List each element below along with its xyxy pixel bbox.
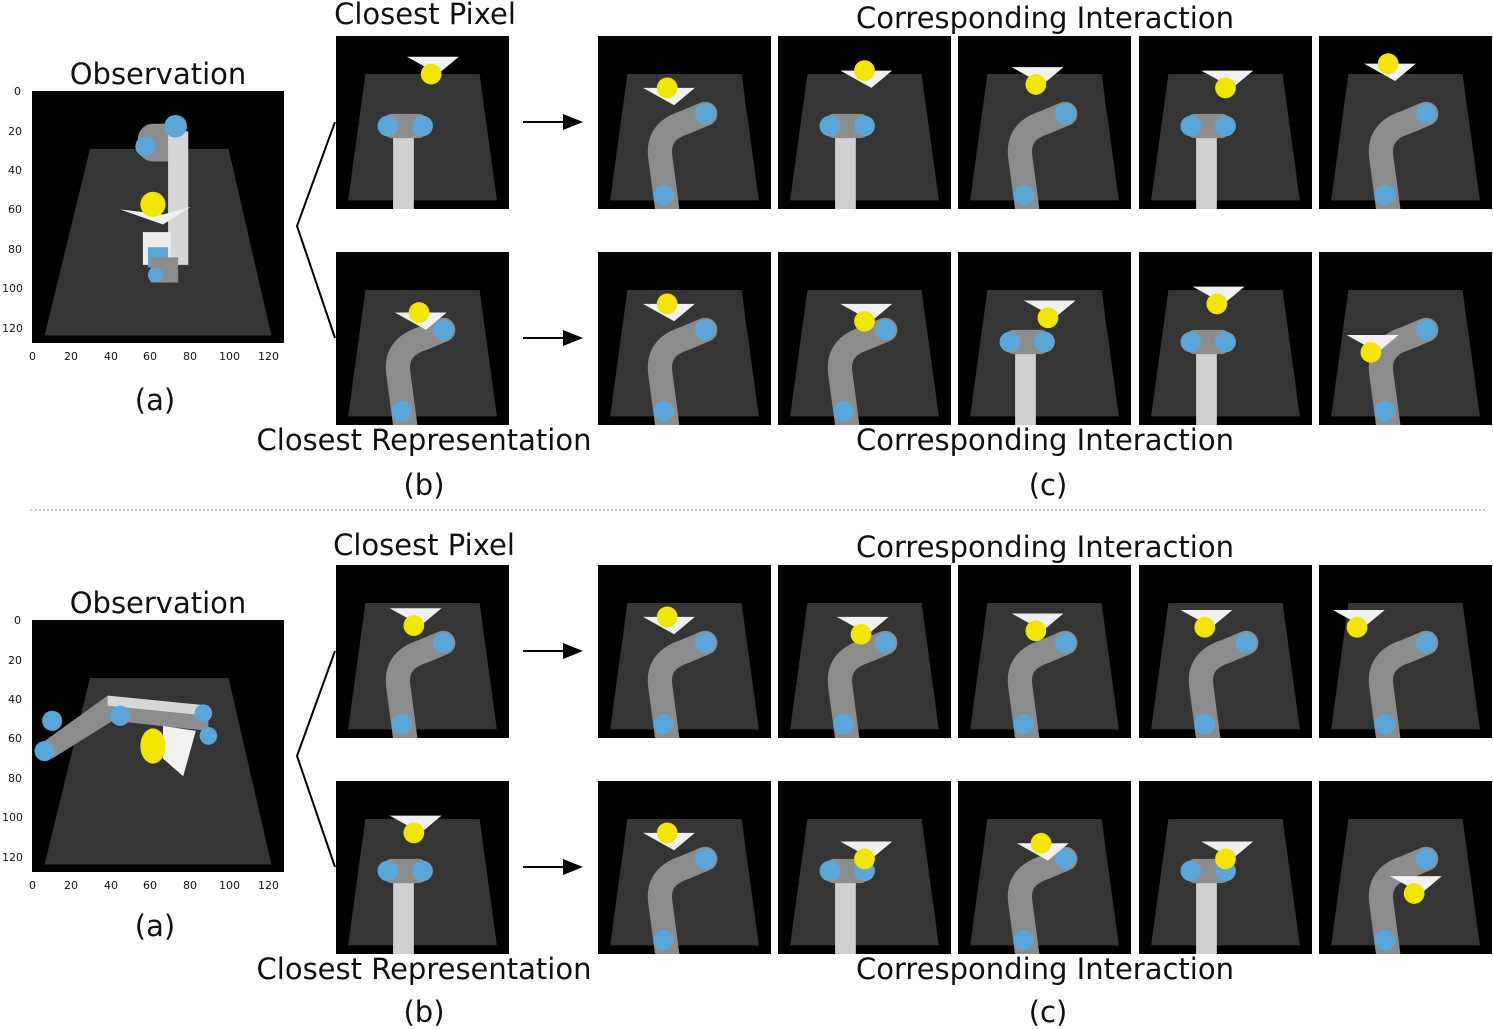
y-tick: 20 bbox=[8, 654, 22, 667]
branch-lines bbox=[295, 121, 336, 868]
section-divider bbox=[30, 509, 1485, 511]
label-a: (a) bbox=[134, 383, 176, 417]
interaction-frame bbox=[958, 781, 1131, 954]
y-tick: 60 bbox=[8, 203, 22, 216]
y-tick: 80 bbox=[8, 772, 22, 785]
interaction-frame bbox=[778, 252, 951, 425]
label-b: (b) bbox=[403, 468, 445, 502]
x-tick: 80 bbox=[183, 879, 197, 892]
y-tick: 120 bbox=[2, 851, 23, 864]
observation-plot: 0 20 40 60 80 100 120 0 20 40 60 80 100 … bbox=[0, 614, 290, 904]
y-tick: 20 bbox=[8, 125, 22, 138]
interaction-frame bbox=[1319, 36, 1492, 209]
y-tick: 120 bbox=[2, 322, 23, 335]
observation-image bbox=[32, 620, 284, 872]
interaction-frame bbox=[598, 565, 771, 738]
label-b: (b) bbox=[403, 995, 445, 1029]
interaction-frame bbox=[1319, 565, 1492, 738]
y-tick: 80 bbox=[8, 243, 22, 256]
y-tick: 60 bbox=[8, 732, 22, 745]
x-tick: 20 bbox=[64, 350, 78, 363]
label-c: (c) bbox=[1028, 468, 1068, 502]
interaction-frame bbox=[1139, 36, 1312, 209]
x-tick: 0 bbox=[29, 350, 36, 363]
corresponding-interaction-title: Corresponding Interaction bbox=[856, 530, 1234, 564]
x-tick: 80 bbox=[183, 350, 197, 363]
closest-representation-title: Closest Representation bbox=[256, 952, 592, 986]
interaction-frame bbox=[1319, 781, 1492, 954]
observation-title: Observation bbox=[69, 586, 247, 620]
x-tick: 40 bbox=[104, 350, 118, 363]
closest-representation-title: Closest Representation bbox=[256, 423, 592, 457]
closest-pixel-title: Closest Pixel bbox=[334, 0, 516, 31]
interaction-frame bbox=[778, 565, 951, 738]
x-tick: 60 bbox=[143, 350, 157, 363]
closest-frame bbox=[336, 252, 509, 425]
y-tick: 0 bbox=[14, 614, 21, 627]
observation-image bbox=[32, 91, 284, 343]
interaction-frame bbox=[1139, 781, 1312, 954]
interaction-frame bbox=[778, 781, 951, 954]
corresponding-interaction-title: Corresponding Interaction bbox=[856, 1, 1234, 35]
interaction-frame bbox=[958, 565, 1131, 738]
observation-title: Observation bbox=[69, 57, 247, 91]
x-tick: 100 bbox=[219, 879, 240, 892]
interaction-frame bbox=[1139, 252, 1312, 425]
y-tick: 40 bbox=[8, 693, 22, 706]
x-tick: 60 bbox=[143, 879, 157, 892]
interaction-frame bbox=[1139, 565, 1312, 738]
x-tick: 0 bbox=[29, 879, 36, 892]
x-tick: 120 bbox=[258, 350, 279, 363]
x-tick: 40 bbox=[104, 879, 118, 892]
y-tick: 100 bbox=[2, 811, 23, 824]
label-c: (c) bbox=[1028, 995, 1068, 1029]
x-tick: 20 bbox=[64, 879, 78, 892]
y-tick: 40 bbox=[8, 164, 22, 177]
interaction-frame bbox=[598, 36, 771, 209]
closest-frame bbox=[336, 36, 509, 209]
x-tick: 120 bbox=[258, 879, 279, 892]
y-tick: 0 bbox=[14, 85, 21, 98]
interaction-frame bbox=[1319, 252, 1492, 425]
arrows bbox=[523, 114, 583, 875]
interaction-frame bbox=[778, 36, 951, 209]
corresponding-interaction-bottom-title: Corresponding Interaction bbox=[856, 952, 1234, 986]
closest-frame bbox=[336, 565, 509, 738]
observation-plot: 0 20 40 60 80 100 120 0 20 40 60 80 100 … bbox=[0, 85, 290, 375]
label-a: (a) bbox=[134, 909, 176, 943]
closest-frame bbox=[336, 781, 509, 954]
interaction-frame bbox=[598, 781, 771, 954]
y-tick: 100 bbox=[2, 282, 23, 295]
interaction-frame bbox=[958, 252, 1131, 425]
interaction-frame bbox=[598, 252, 771, 425]
corresponding-interaction-bottom-title: Corresponding Interaction bbox=[856, 423, 1234, 457]
interaction-frame bbox=[958, 36, 1131, 209]
closest-pixel-title: Closest Pixel bbox=[333, 528, 515, 562]
x-tick: 100 bbox=[219, 350, 240, 363]
